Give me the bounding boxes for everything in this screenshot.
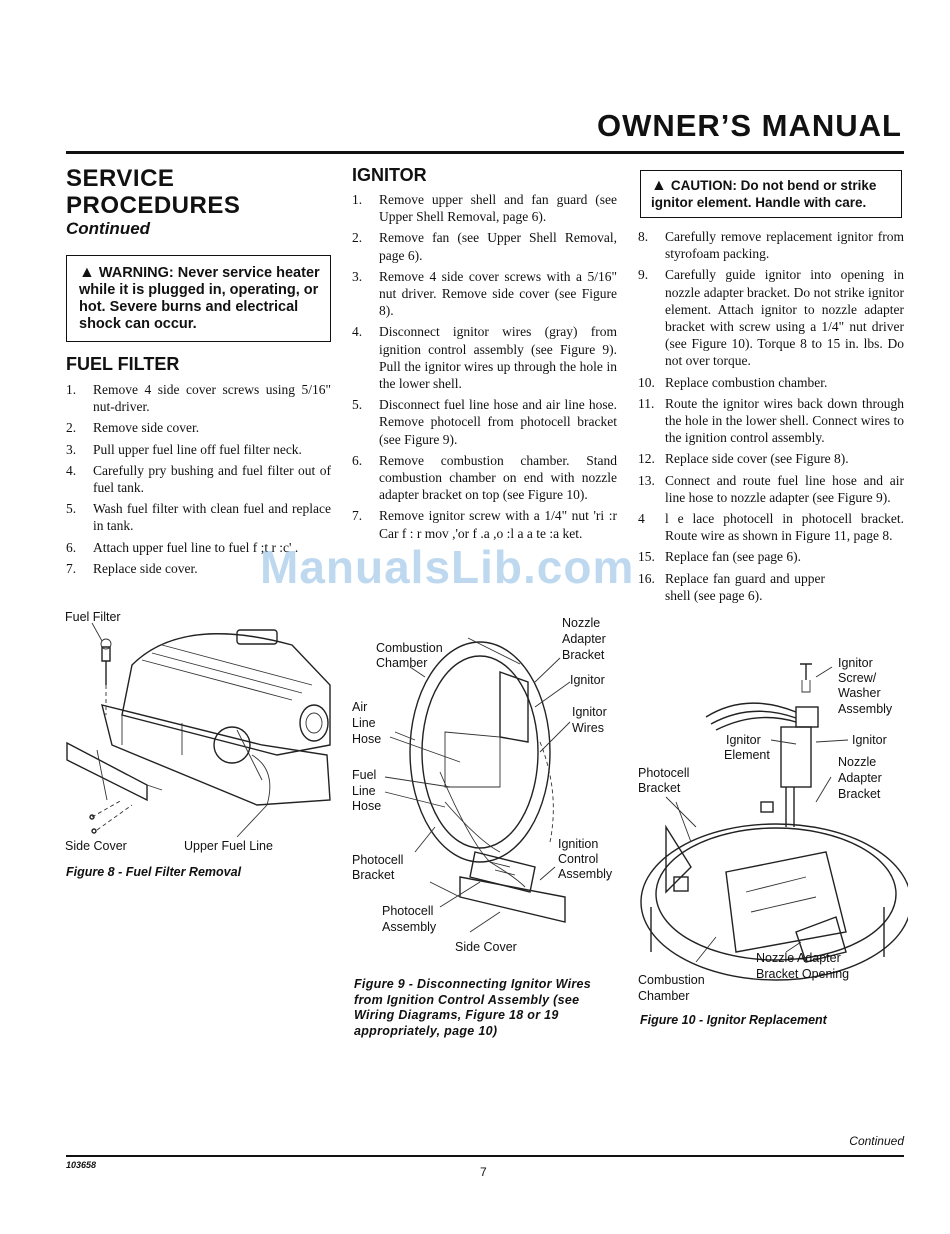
footer-continued: Continued — [849, 1134, 904, 1148]
list-item: 4.Carefully pry bushing and fuel filter … — [66, 462, 331, 496]
label-chamber: Chamber — [376, 656, 428, 670]
label-nozzle-adapter-2: Adapter — [838, 771, 882, 785]
list-item: 9.Carefully guide ignitor into opening i… — [638, 267, 904, 369]
label-line: Line — [352, 716, 376, 730]
warning-icon: ▲ — [79, 264, 95, 281]
label-ignitor-wires-2: Wires — [572, 721, 604, 735]
figure-9-illustration: Nozzle Adapter Bracket Combustion Chambe… — [350, 612, 625, 962]
list-item: 8.Carefully remove replacement ignitor f… — [638, 229, 904, 262]
header-rule — [66, 151, 904, 154]
list-item: 6.Remove combustion chamber. Stand combu… — [352, 452, 617, 503]
label-ignition: Ignition — [558, 837, 599, 851]
figure-8-illustration: Fuel Filter Side Cover Upper Fuel Line — [62, 605, 337, 865]
column-service-procedures: SERVICE PROCEDURES Continued ▲WARNING: N… — [66, 165, 331, 581]
label-ignitor: Ignitor — [570, 673, 605, 687]
caution-box: ▲CAUTION: Do not bend or strike ignitor … — [640, 170, 902, 218]
list-item: 2.Remove fan (see Upper Shell Removal, p… — [352, 230, 617, 263]
footer-page-number: 7 — [480, 1165, 487, 1179]
label-ignitor-screw-washer-2: Screw/ — [838, 671, 877, 685]
label-photocell-assembly-2: Assembly — [382, 920, 437, 934]
label-ignitor-wires-1: Ignitor — [572, 705, 607, 719]
label-nozzle-adapter-1: Nozzle — [838, 755, 877, 769]
list-item: 11.Route the ignitor wires back down thr… — [638, 395, 904, 446]
label-bracket-opening-1: Nozzle Adapter — [756, 951, 841, 965]
figure-8-caption: Figure 8 - Fuel Filter Removal — [66, 865, 242, 879]
label-hose: Hose — [352, 732, 382, 746]
column-ignitor: IGNITOR 1.Remove upper shell and fan gua… — [352, 165, 617, 546]
warning-box: ▲WARNING: Never service heater while it … — [66, 255, 331, 342]
label-ignitor-element-1: Ignitor — [726, 733, 761, 747]
list-item: 3.Remove 4 side cover screws with a 5/16… — [352, 268, 617, 319]
caution-text: CAUTION: Do not bend or strike ignitor e… — [651, 178, 877, 210]
list-item: 7.Replace side cover. — [66, 560, 198, 576]
label-photocell: Photocell — [352, 853, 404, 867]
ignitor-steps-continued: 8.Carefully remove replacement ignitor f… — [638, 228, 904, 604]
caution-icon: ▲ — [651, 177, 667, 194]
section-subtitle: Continued — [66, 219, 151, 238]
figure-10-caption: Figure 10 - Ignitor Replacement — [640, 1013, 827, 1027]
watermark: ManualsLib.com — [260, 541, 635, 593]
list-item: 13.Connect and route fuel line hose and … — [638, 472, 904, 505]
figure-10-illustration: Ignitor Screw/ Washer Assembly Ignitor E… — [636, 652, 912, 1007]
list-item: 4.Disconnect ignitor wires (gray) from i… — [352, 324, 617, 392]
list-item: 12.Replace side cover (see Figure 8). — [638, 451, 849, 467]
label-side-cover-2: Side Cover — [455, 940, 517, 954]
label-air: Air — [352, 700, 368, 714]
label-bracket-opening-2: Bracket Opening — [756, 967, 850, 981]
footer-document-code: 103658 — [66, 1160, 97, 1170]
label-ignitor-screw-washer-4: Assembly — [838, 702, 893, 716]
label-assembly: Assembly — [558, 867, 613, 881]
label-combustion: Combustion — [376, 641, 443, 655]
ignitor-wires-drawing — [384, 637, 571, 933]
list-item: 3.Pull upper fuel line off fuel filter n… — [66, 441, 302, 457]
page-header-title: OWNER’S MANUAL — [596, 108, 902, 143]
fuel-filter-drawing — [66, 622, 331, 838]
list-item: 5.Disconnect fuel line hose and air line… — [352, 397, 617, 447]
figure-9-caption: Figure 9 - Disconnecting Ignitor Wires f… — [354, 977, 592, 1038]
list-item: 7.Remove ignitor screw with a 1/4" nut '… — [352, 508, 617, 541]
label-photocell-assembly-1: Photocell — [382, 904, 434, 918]
label-fuel: Fuel — [352, 768, 377, 782]
label-ignitor-screw-washer-3: Washer — [838, 686, 881, 700]
list-item: 16.Replace fan guard and upper shell (se… — [638, 570, 825, 603]
label-fuel-filter: Fuel Filter — [65, 610, 121, 624]
label-photocell-bracket-2: Bracket — [638, 781, 681, 795]
section-title-line2: PROCEDURES — [66, 192, 241, 219]
fuel-filter-title: FUEL FILTER — [66, 354, 180, 374]
fuel-filter-steps: 1.Remove 4 side cover screws using 5/16"… — [66, 381, 331, 577]
label-photocell-bracket-1: Photocell — [638, 766, 690, 780]
label-adapter: Adapter — [562, 632, 606, 646]
label-upper-fuel-line: Upper Fuel Line — [184, 839, 273, 853]
list-item: 1.Remove 4 side cover screws using 5/16"… — [66, 382, 331, 415]
label-nozzle: Nozzle — [562, 616, 601, 630]
label-nozzle-adapter-3: Bracket — [838, 787, 881, 801]
label-fuel-line: Line — [352, 784, 376, 798]
label-ignitor-screw-washer-1: Ignitor — [838, 656, 873, 670]
label-photocell-bracket: Bracket — [352, 868, 395, 882]
list-item: 2.Remove side cover. — [66, 420, 200, 436]
label-combustion-chamber-1: Combustion — [638, 973, 705, 987]
list-item: 1.Remove upper shell and fan guard (see … — [352, 192, 617, 225]
label-side-cover: Side Cover — [65, 839, 127, 853]
ignitor-steps: 1.Remove upper shell and fan guard (see … — [352, 191, 617, 542]
label-bracket: Bracket — [562, 648, 605, 662]
list-item: 5.Wash fuel filter with clean fuel and r… — [66, 501, 331, 534]
ignitor-title: IGNITOR — [352, 165, 427, 185]
ignitor-replacement-drawing — [640, 663, 912, 981]
label-fuel-hose: Hose — [352, 799, 382, 813]
column-ignitor-continued: ▲CAUTION: Do not bend or strike ignitor … — [638, 170, 904, 608]
label-ignitor-2: Ignitor — [852, 733, 887, 747]
list-item: 10.Replace combustion chamber. — [638, 374, 828, 390]
footer-rule — [66, 1155, 904, 1157]
label-control: Control — [558, 852, 599, 866]
list-item: 6.Attach upper fuel line to fuel f ;t r … — [66, 539, 299, 555]
section-title-line1: SERVICE — [66, 165, 175, 192]
list-item: 15.Replace fan (see page 6). — [638, 549, 802, 565]
label-ignitor-element-2: Element — [724, 748, 770, 762]
warning-text: WARNING: Never service heater while it i… — [79, 265, 320, 332]
label-combustion-chamber-2: Chamber — [638, 989, 690, 1003]
